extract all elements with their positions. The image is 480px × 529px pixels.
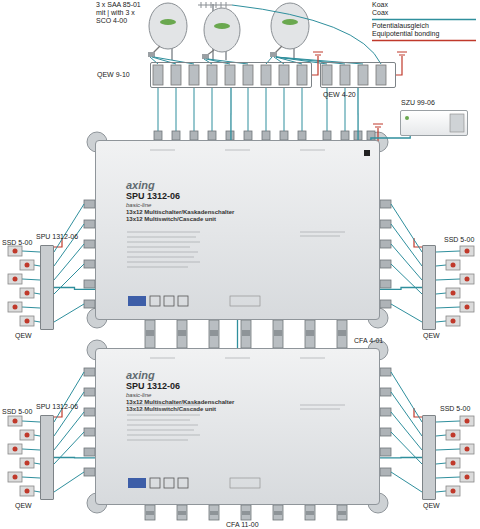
grounding-bracket: QEW <box>422 245 436 330</box>
label-panel: axingSPU 1312-06basic-line13x12 Multisch… <box>126 179 234 223</box>
legend-row: Equipotential bonding <box>372 30 478 38</box>
part-label: SSD 5-00 <box>444 236 474 244</box>
legend-row: Coax <box>372 9 478 17</box>
power-supply: SZU 99-06 <box>400 110 468 136</box>
legend: KoaxCoaxPotentialausgleichEquipotential … <box>372 1 478 43</box>
grounding-bracket: QEW <box>40 415 54 500</box>
coax-connection <box>230 88 231 140</box>
mounting-ears <box>87 132 388 513</box>
product-description: 13x12 Multischalter/Kaskadenschalter <box>126 399 234 406</box>
product-line: basic-line <box>126 391 234 399</box>
spec-table <box>127 150 345 440</box>
legend-text: Coax <box>372 9 388 16</box>
certification-logos <box>128 296 260 488</box>
coax-connection <box>380 288 422 290</box>
grounding-block: QEW 9-10 <box>150 62 312 88</box>
power-supply-detail <box>405 114 464 132</box>
label-panel: axingSPU 1312-06basic-line13x12 Multisch… <box>126 369 234 413</box>
part-label: QEW 9-10 <box>97 71 130 79</box>
legend-text: Potentialausgleich <box>372 22 429 29</box>
product-description: 13x12 Multischalter/Kaskadenschalter <box>126 209 234 216</box>
legend-line-sample <box>372 38 476 43</box>
legend-line <box>372 19 476 21</box>
grounding-bracket: QEW <box>40 245 54 330</box>
legend-line <box>372 40 476 42</box>
part-label: 3 x SAA 85-01 mit | with 3 x SCO 4-00 <box>96 1 150 25</box>
part-label: QEW <box>15 332 32 340</box>
legend-text: Equipotential bonding <box>372 30 439 37</box>
power-led <box>364 150 370 156</box>
legend-row: Potentialausgleich <box>372 22 478 30</box>
multiswitch: axingSPU 1312-06basic-line13x12 Multisch… <box>95 348 380 505</box>
legend-line-sample <box>372 17 476 22</box>
coax-connection <box>357 88 358 140</box>
grounding-port <box>153 65 386 85</box>
part-label: CFA 4-01 <box>354 337 383 345</box>
coax-cable <box>158 88 345 132</box>
coax-connection <box>371 136 410 140</box>
grounding-bracket: QEW <box>422 415 436 500</box>
part-label: CFA 11-00 <box>226 521 259 529</box>
coax-connection <box>54 457 95 459</box>
product-line: basic-line <box>126 201 234 209</box>
model-number: SPU 1312-06 <box>126 381 234 391</box>
part-label: SZU 99-06 <box>401 99 435 107</box>
part-label: SSD 5-00 <box>440 405 470 413</box>
brand-logo: axing <box>126 369 234 381</box>
part-label: QEW <box>423 332 440 340</box>
grounding-block: QEW 4-20 <box>320 62 396 88</box>
part-label: SSD 5-00 <box>2 408 32 416</box>
terrestrial-antenna <box>198 2 232 8</box>
brand-logo: axing <box>126 179 234 191</box>
product-description: 13x12 Multiswitch/Cascade unit <box>126 216 234 223</box>
part-label: SPU 1312-06 <box>36 403 78 411</box>
multiswitch: axingSPU 1312-06basic-line13x12 Multisch… <box>95 140 380 320</box>
f-connector <box>154 131 375 140</box>
part-label: SSD 5-00 <box>2 239 32 247</box>
part-label: SPU 1312-06 <box>36 233 78 241</box>
satellite-dish <box>148 3 309 60</box>
product-description: 13x12 Multiswitch/Cascade unit <box>126 406 234 413</box>
coax-connection <box>237 320 238 348</box>
coax-cable <box>150 5 381 64</box>
coax-connection <box>380 457 422 459</box>
coax-connection <box>54 288 95 290</box>
part-label: QEW 4-20 <box>323 91 356 99</box>
part-label: QEW <box>423 502 440 510</box>
model-number: SPU 1312-06 <box>126 191 234 201</box>
legend-text: Koax <box>372 1 388 8</box>
part-label: QEW <box>15 502 32 510</box>
legend-row: Koax <box>372 1 478 9</box>
